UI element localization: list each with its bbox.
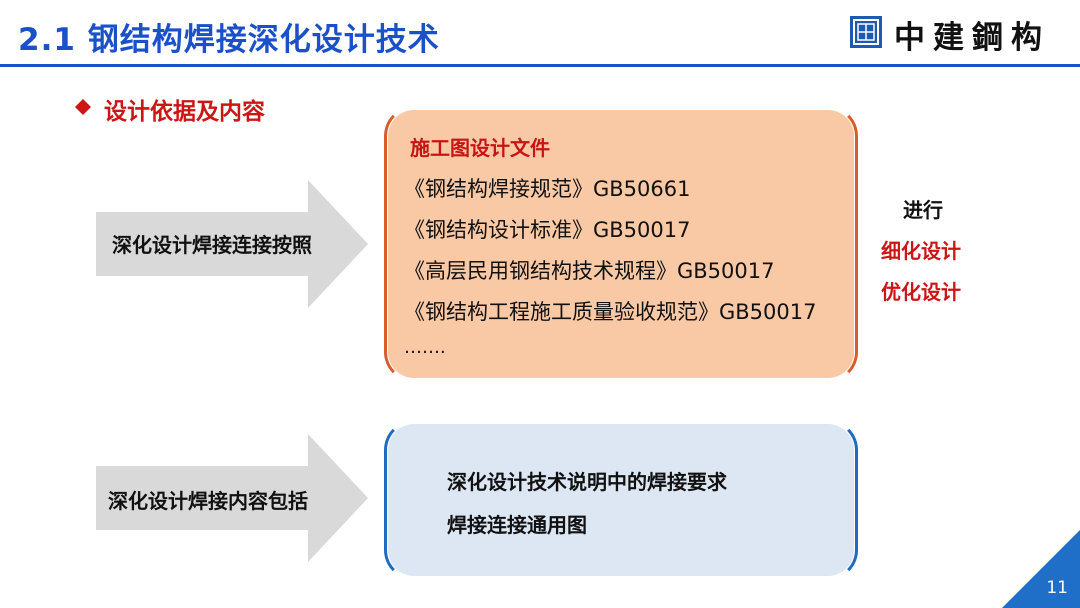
basis-box [388,110,854,378]
page-number: 11 [1046,578,1068,598]
content-box-border [384,420,858,580]
standard-item: 《钢结构焊接规范》GB50661 [404,177,691,201]
basis-box-border [384,106,858,382]
content-box [388,424,854,576]
basis-box-heading: 施工图设计文件 [410,136,550,160]
side-label-refine: 细化设计 [881,239,961,263]
standard-item: 《钢结构工程施工质量验收规范》GB50017 [404,300,817,324]
diamond-bullet-icon [70,94,96,120]
arrow-shape-basis [96,180,368,308]
standard-item: 《钢结构设计标准》GB50017 [404,218,691,242]
content-item: 深化设计技术说明中的焊接要求 [447,470,727,494]
cscec-logo-icon [850,16,882,48]
brand-name: 中建鋼构 [894,20,1050,56]
standard-item-ellipsis: ……. [404,337,446,358]
side-label-optimize: 优化设计 [881,280,961,304]
content-item: 焊接连接通用图 [447,513,587,537]
arrow-shape-content [96,434,368,562]
side-label-proceed: 进行 [903,198,943,222]
standard-item: 《高层民用钢结构技术规程》GB50017 [404,259,775,283]
page-corner-triangle [1002,530,1080,608]
arrow-label-content: 深化设计焊接内容包括 [108,489,308,513]
arrow-label-basis: 深化设计焊接连接按照 [112,233,312,257]
slide-title: 2.1 钢结构焊接深化设计技术 [18,22,440,58]
section-heading: 设计依据及内容 [104,99,265,125]
header-divider [0,64,1080,67]
